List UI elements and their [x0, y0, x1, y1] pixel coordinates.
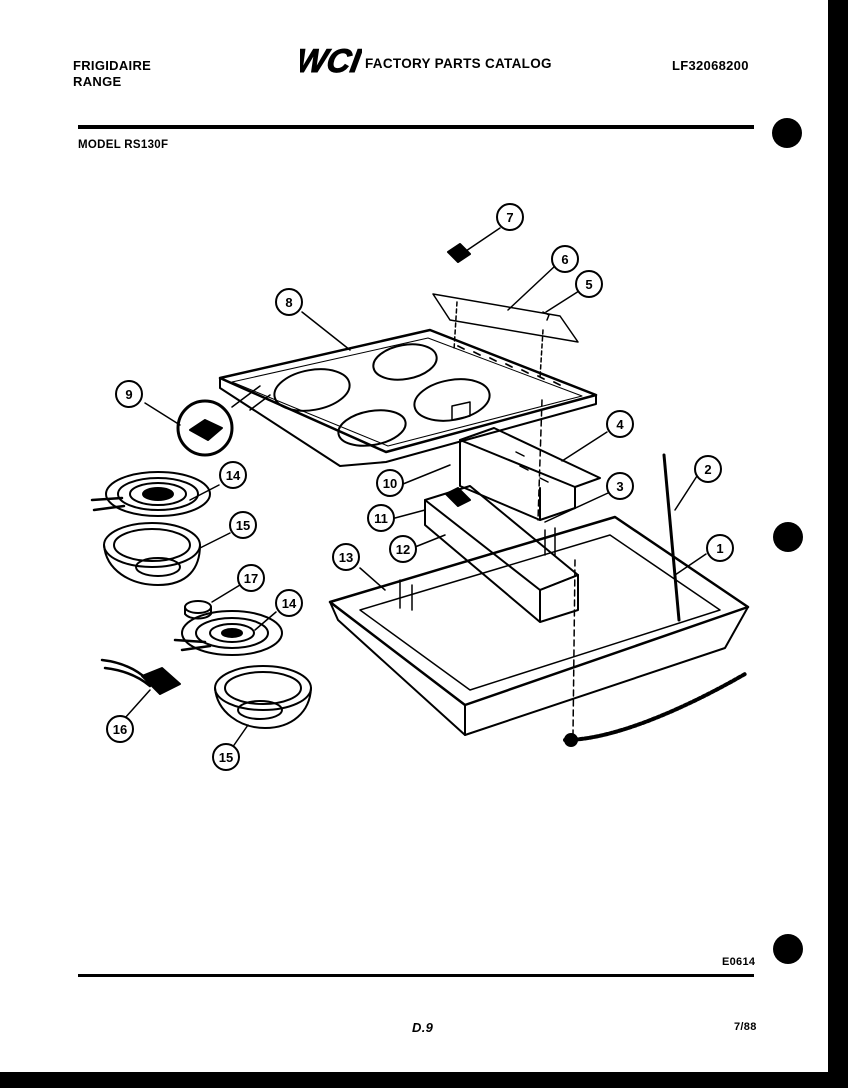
svg-text:15: 15 — [236, 518, 250, 533]
wiring-harness — [100, 658, 181, 695]
callout-2: 2 — [694, 455, 722, 483]
revision-date: 7/88 — [734, 1021, 757, 1033]
cooktop-panel — [218, 328, 598, 467]
footer-rule — [78, 974, 754, 977]
svg-text:17: 17 — [244, 571, 258, 586]
callout-15-bottom: 15 — [212, 743, 240, 771]
cord-clamp — [564, 733, 578, 747]
receptacle — [184, 600, 212, 620]
callout-8: 8 — [275, 288, 303, 316]
svg-text:16: 16 — [113, 722, 127, 737]
brand-name: FRIGIDAIRE — [73, 58, 152, 73]
callout-group: 7 6 5 8 9 4 14 10 3 2 11 15 12 1 13 17 1… — [106, 203, 734, 771]
callout-15-top: 15 — [229, 511, 257, 539]
catalog-part-number: LF32068200 — [672, 58, 749, 73]
svg-text:2: 2 — [704, 462, 711, 477]
brand-block: FRIGIDAIRE RANGE — [73, 58, 151, 90]
svg-text:5: 5 — [585, 277, 592, 292]
callout-6: 6 — [551, 245, 579, 273]
callout-10: 10 — [376, 469, 404, 497]
svg-text:4: 4 — [616, 417, 624, 432]
catalog-title: FACTORY PARTS CATALOG — [365, 56, 552, 71]
wci-logo: WCI — [300, 44, 362, 78]
svg-text:13: 13 — [339, 550, 353, 565]
header-rule — [78, 125, 754, 129]
power-cord — [563, 672, 747, 742]
callout-7: 7 — [496, 203, 524, 231]
svg-text:12: 12 — [396, 542, 410, 557]
drip-bowl-bottom — [214, 665, 312, 729]
drip-bowl-top — [103, 522, 201, 586]
svg-text:14: 14 — [282, 596, 297, 611]
callout-5: 5 — [575, 270, 603, 298]
surface-element-bottom — [173, 610, 283, 656]
tab-marks — [457, 345, 561, 386]
svg-text:7: 7 — [506, 210, 513, 225]
scan-edge-bottom — [0, 1072, 848, 1088]
callout-17: 17 — [237, 564, 265, 592]
terminal-block-detail — [176, 399, 234, 457]
svg-text:9: 9 — [125, 387, 132, 402]
svg-text:8: 8 — [285, 295, 292, 310]
support-channel — [459, 427, 601, 521]
callout-1: 1 — [706, 534, 734, 562]
svg-text:14: 14 — [226, 468, 241, 483]
callout-11: 11 — [367, 504, 395, 532]
base-pan — [328, 515, 750, 736]
surface-element-top — [90, 471, 211, 517]
wci-logo-text: WCI — [300, 44, 362, 78]
model-label: MODEL RS130F — [78, 139, 169, 151]
callout-14-bottom: 14 — [275, 589, 303, 617]
binder-hole-middle — [773, 522, 803, 552]
mounting-strip — [432, 243, 579, 379]
rod — [662, 453, 681, 622]
page-number: D.9 — [412, 1020, 434, 1035]
callout-12: 12 — [389, 535, 417, 563]
leader-lines — [124, 227, 707, 749]
callout-9: 9 — [115, 380, 143, 408]
callout-3: 3 — [606, 472, 634, 500]
svg-text:11: 11 — [374, 511, 388, 526]
svg-text:6: 6 — [561, 252, 568, 267]
callout-14-top: 14 — [219, 461, 247, 489]
binder-hole-top — [772, 118, 802, 148]
svg-text:15: 15 — [219, 750, 233, 765]
diagram-code: E0614 — [722, 956, 756, 968]
svg-text:1: 1 — [716, 541, 723, 556]
product-type: RANGE — [73, 74, 122, 89]
scan-edge-right — [828, 0, 848, 1088]
callout-16: 16 — [106, 715, 134, 743]
callout-4: 4 — [606, 410, 634, 438]
svg-text:10: 10 — [383, 476, 397, 491]
binder-hole-bottom — [773, 934, 803, 964]
svg-text:3: 3 — [616, 479, 623, 494]
alignment-lines — [537, 399, 576, 736]
callout-13: 13 — [332, 543, 360, 571]
